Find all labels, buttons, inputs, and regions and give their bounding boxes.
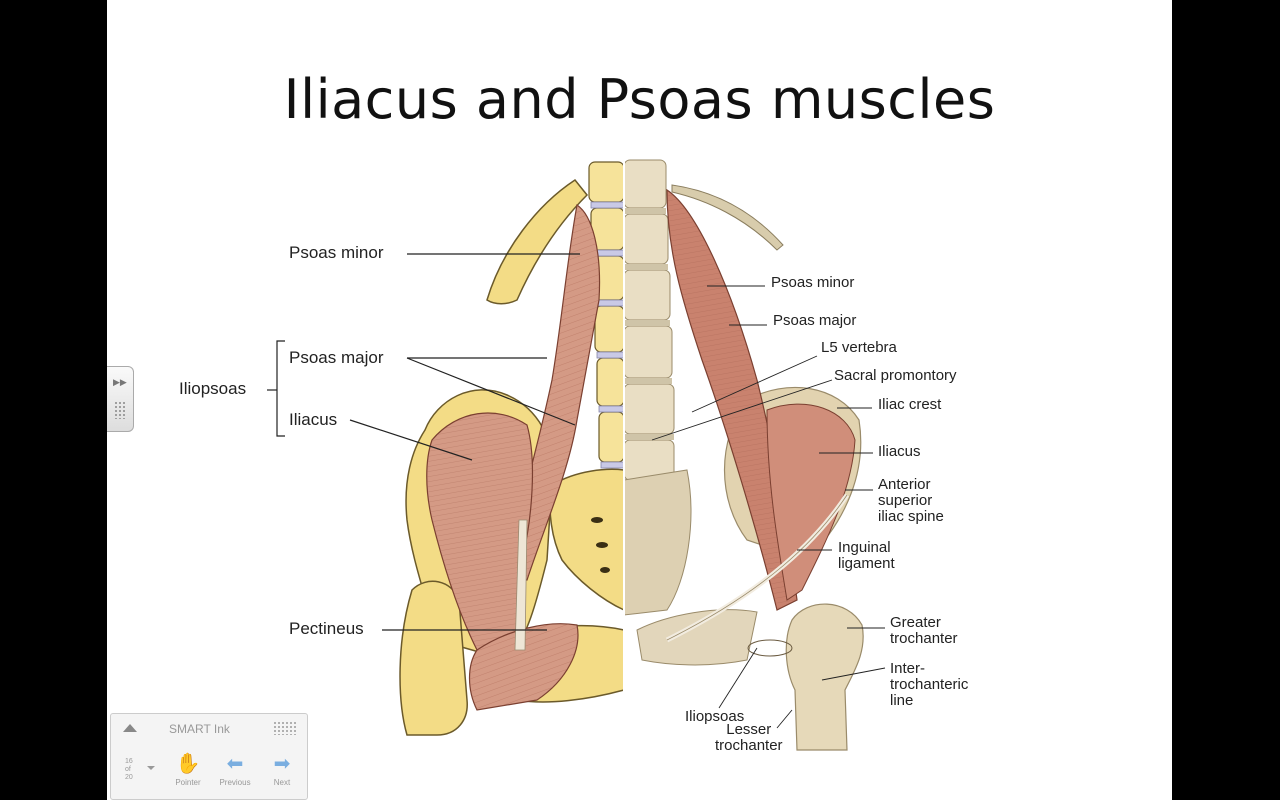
label-iliopsoas-right: Iliopsoas xyxy=(685,708,745,725)
label-inguinal-line1: Inguinal xyxy=(838,539,891,556)
label-inguinal-line2: ligament xyxy=(838,554,895,572)
arrow-right-icon: ➡ xyxy=(273,753,291,775)
collapse-triangle-icon[interactable] xyxy=(123,724,137,732)
label-asis-line3: iliac spine xyxy=(878,507,944,525)
label-l5-vertebra: L5 vertebra xyxy=(821,339,897,356)
label-greater-trochanter: Greater trochanter xyxy=(890,615,958,647)
pointer-hand-icon: ✋ xyxy=(175,753,201,775)
smart-ink-toolbar: SMART Ink 16 of 20 ✋ Pointer ⬅ Previous … xyxy=(110,713,308,800)
label-lesser-line2: trochanter xyxy=(715,736,783,754)
side-panel-toggle[interactable]: ▶▶ xyxy=(107,366,134,432)
label-asis: Anterior superior iliac spine xyxy=(878,477,944,524)
keypad-grid-icon xyxy=(114,401,126,419)
label-inter-line1: Inter- xyxy=(890,660,926,677)
page-total: 20 xyxy=(125,774,133,781)
page-of: of xyxy=(125,766,131,773)
label-iliacus-right: Iliacus xyxy=(878,443,921,460)
page-current: 16 xyxy=(125,758,133,765)
label-asis-line2: superior xyxy=(878,491,933,509)
right-illustration xyxy=(623,155,864,751)
label-lesser-trochanter: Lesser trochanter xyxy=(715,722,783,754)
left-illustration xyxy=(399,161,625,736)
label-intertrochanteric-line: Inter- trochanteric line xyxy=(890,661,968,708)
left-leader-lines xyxy=(267,253,580,631)
label-asis-line1: Anterior xyxy=(878,476,931,493)
pointer-button[interactable]: ✋ Pointer xyxy=(171,752,205,787)
label-inter-line3: line xyxy=(890,691,914,709)
slide: Iliacus and Psoas muscles xyxy=(107,0,1172,800)
label-iliopsoas-left: Iliopsoas xyxy=(179,379,247,398)
label-psoas-minor-left: Psoas minor xyxy=(289,243,384,262)
label-sacral-promontory: Sacral promontory xyxy=(834,367,957,384)
label-iliac-crest: Iliac crest xyxy=(878,396,942,413)
label-lesser-line1: Lesser xyxy=(726,721,772,738)
anatomy-illustration xyxy=(267,155,886,751)
right-leader-lines xyxy=(651,285,886,729)
double-chevron-right-icon: ▶▶ xyxy=(113,377,127,387)
page-indicator: 16 of 20 xyxy=(125,758,133,782)
keypad-dots-icon[interactable] xyxy=(273,721,297,735)
previous-button[interactable]: ⬅ Previous xyxy=(218,752,252,787)
label-greater-line1: Greater xyxy=(890,614,941,631)
label-iliacus-left: Iliacus xyxy=(289,410,338,429)
label-psoas-major-left: Psoas major xyxy=(289,348,384,367)
next-button[interactable]: ➡ Next xyxy=(265,752,299,787)
label-psoas-major-right: Psoas major xyxy=(773,312,857,329)
arrow-left-icon: ⬅ xyxy=(226,753,244,775)
label-psoas-minor-right: Psoas minor xyxy=(771,274,855,291)
label-inguinal-ligament: Inguinal ligament xyxy=(838,540,895,572)
label-greater-line2: trochanter xyxy=(890,629,958,647)
slide-title: Iliacus and Psoas muscles xyxy=(283,68,996,131)
label-pectineus-left: Pectineus xyxy=(289,619,364,638)
smart-ink-title: SMART Ink xyxy=(169,722,230,736)
pointer-button-label: Pointer xyxy=(175,778,201,787)
next-button-label: Next xyxy=(273,778,291,787)
previous-button-label: Previous xyxy=(219,778,251,787)
label-inter-line2: trochanteric xyxy=(890,675,969,693)
page-dropdown-icon[interactable] xyxy=(147,766,155,770)
